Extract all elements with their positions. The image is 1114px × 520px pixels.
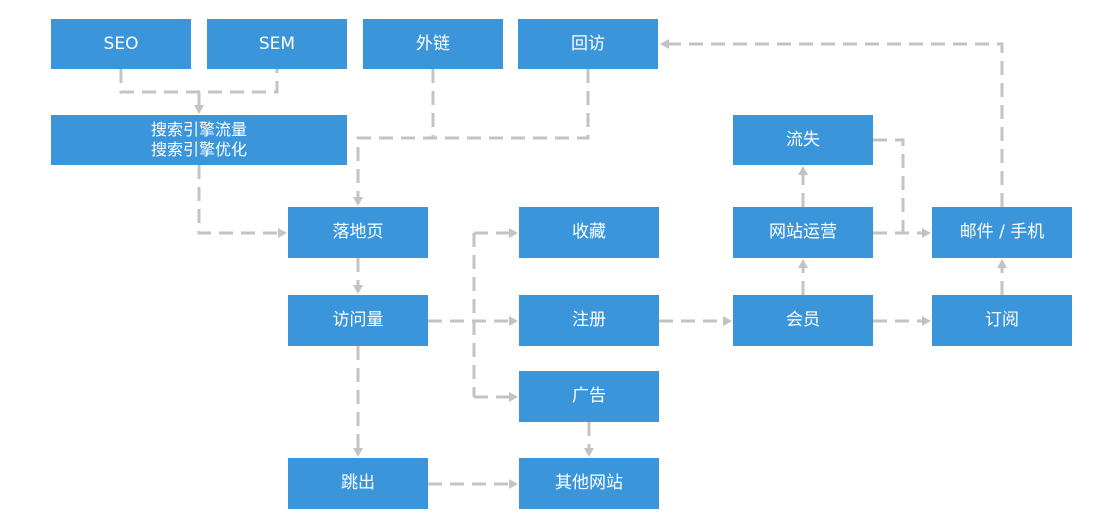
arrow-to-member xyxy=(723,316,732,326)
arrow-to-landing-left xyxy=(278,228,287,238)
arrow-to-bounce xyxy=(353,448,363,457)
arrow-to-search-engine xyxy=(194,105,204,114)
connector-revisit-to-landing xyxy=(356,69,590,197)
node-register: 注册 xyxy=(519,295,659,346)
arrow-to-other-sites-top xyxy=(584,448,594,457)
arrow-to-ads xyxy=(509,392,518,402)
connector-churn-to-email xyxy=(873,138,905,233)
node-visits: 访问量 xyxy=(288,295,428,346)
node-search-engine: 搜索引擎流量 搜索引擎优化 xyxy=(51,115,347,165)
arrow-to-bookmark xyxy=(509,228,518,238)
arrow-to-subscribe xyxy=(922,316,931,326)
node-bounce: 跳出 xyxy=(288,458,428,509)
node-other-sites: 其他网站 xyxy=(519,458,659,509)
search-engine-optimization-label: 搜索引擎优化 xyxy=(150,140,247,159)
arrow-to-site-operations xyxy=(798,259,808,268)
node-ads: 广告 xyxy=(519,371,659,422)
node-site-operations: 网站运营 xyxy=(733,207,873,258)
arrow-to-other-sites-left xyxy=(509,479,518,489)
arrow-to-landing-top xyxy=(353,197,363,206)
arrow-to-email-left xyxy=(922,228,931,238)
node-revisit: 回访 xyxy=(518,19,658,69)
connector-email-to-revisit xyxy=(669,42,1004,207)
node-email-phone: 邮件 / 手机 xyxy=(932,207,1072,258)
arrow-to-email-bottom xyxy=(997,259,1007,268)
node-bookmark: 收藏 xyxy=(519,207,659,258)
connector-search-to-landing xyxy=(197,165,278,235)
node-seo: SEO xyxy=(51,19,191,69)
search-engine-traffic-label: 搜索引擎流量 xyxy=(150,120,247,139)
node-backlinks: 外链 xyxy=(363,19,503,69)
arrow-to-churn xyxy=(798,166,808,175)
connector-seo-sem-merge xyxy=(119,69,279,94)
node-churn: 流失 xyxy=(733,115,873,165)
node-member: 会员 xyxy=(733,295,873,346)
node-subscribe: 订阅 xyxy=(932,295,1072,346)
arrow-to-revisit xyxy=(660,39,669,49)
node-sem: SEM xyxy=(207,19,347,69)
node-landing-page: 落地页 xyxy=(288,207,428,258)
arrow-to-visits xyxy=(353,285,363,294)
arrow-to-register xyxy=(509,316,518,326)
